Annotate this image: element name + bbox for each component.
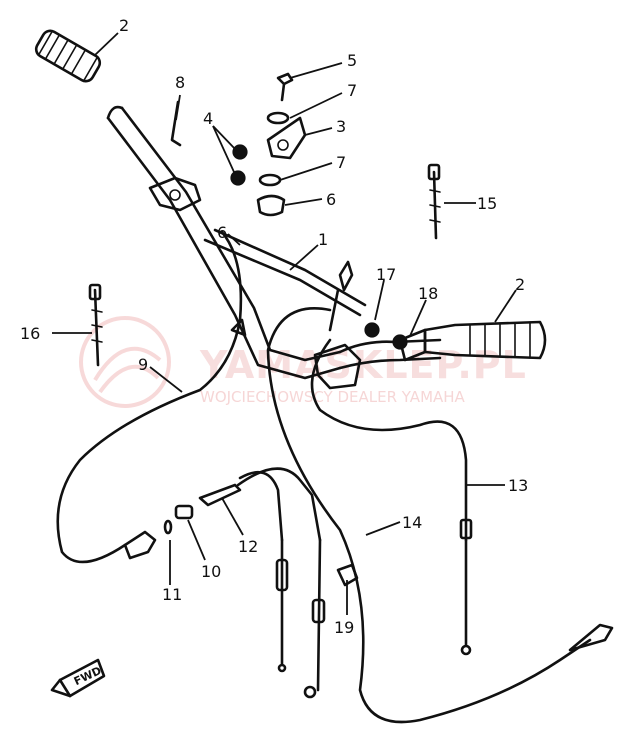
part-15-strap <box>427 163 441 240</box>
callout-17: 17 <box>376 265 396 284</box>
adjuster-10 <box>174 504 194 520</box>
callout-3: 3 <box>336 117 346 136</box>
callout-6-top: 6 <box>326 190 336 209</box>
callout-12: 12 <box>238 537 258 556</box>
cable-13 <box>310 338 473 656</box>
leader-lines <box>52 32 517 615</box>
callout-9: 9 <box>138 355 148 374</box>
callout-4: 4 <box>203 109 213 128</box>
callout-15: 15 <box>477 194 497 213</box>
cable-12 <box>198 467 326 699</box>
callout-13: 13 <box>508 476 528 495</box>
callout-16: 16 <box>20 324 40 343</box>
cable-9 <box>56 230 247 564</box>
callout-7-top: 7 <box>347 81 357 100</box>
clip-11 <box>163 519 173 535</box>
callout-6-mid: 6 <box>217 223 227 242</box>
clamp-19 <box>336 563 359 587</box>
callout-7-bottom: 7 <box>336 153 346 172</box>
callout-2-left-grip: 2 <box>119 16 129 35</box>
left-grip <box>34 29 102 83</box>
handlebar <box>106 105 442 380</box>
watermark-text: YAMASKLEP.PL <box>199 343 527 387</box>
clamp-holder-parts <box>230 72 307 217</box>
callout-5: 5 <box>347 51 357 70</box>
callout-14: 14 <box>402 513 422 532</box>
cable-14 <box>266 260 614 724</box>
right-grip <box>398 320 547 362</box>
callouts: 2 5 7 3 4 7 6 8 6 1 17 18 2 15 16 9 11 1… <box>20 16 528 637</box>
callout-10: 10 <box>201 562 221 581</box>
watermark-logo <box>79 316 171 408</box>
adjuster-17 <box>364 322 380 338</box>
callout-18: 18 <box>418 284 438 303</box>
part-16-strap <box>88 283 103 367</box>
callout-2-right-grip: 2 <box>515 275 525 294</box>
callout-11: 11 <box>162 585 182 604</box>
callout-19: 19 <box>334 618 354 637</box>
callout-8: 8 <box>175 73 185 92</box>
watermark: YAMASKLEP.PL WOJCIECHOWSCY DEALER YAMAHA <box>79 316 527 408</box>
bracket-8 <box>170 100 182 147</box>
lower-clamp <box>313 343 362 390</box>
callout-1: 1 <box>318 230 328 249</box>
watermark-subtext: WOJCIECHOWSCY DEALER YAMAHA <box>200 388 466 406</box>
adjuster-18 <box>392 334 408 350</box>
bar-clamp <box>148 176 202 212</box>
fwd-arrow-marker: FWD <box>50 658 106 698</box>
